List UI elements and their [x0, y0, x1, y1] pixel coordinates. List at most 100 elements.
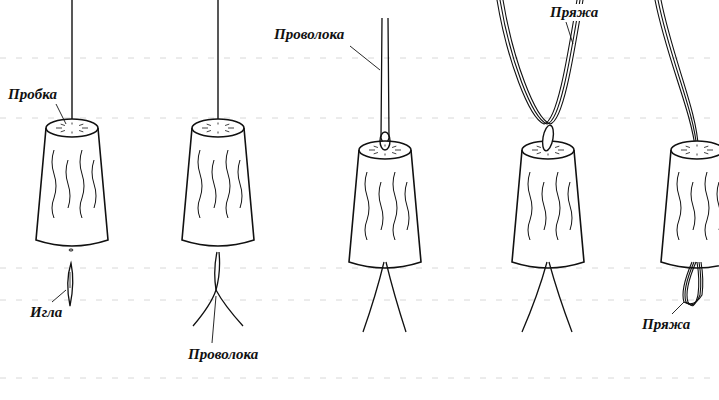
cork-texture [202, 128, 208, 129]
cork-texture [79, 130, 83, 131]
part-label: Игла [28, 304, 64, 321]
cork-grain [677, 172, 681, 240]
wire [386, 262, 406, 332]
cork-texture [532, 150, 538, 151]
cork-texture [79, 124, 83, 125]
wire-loop [541, 124, 555, 151]
cork-grain [66, 160, 70, 208]
cork-texture [369, 150, 375, 151]
scan-dash [0, 300, 719, 301]
cork-texture [218, 132, 219, 134]
leader-line [672, 302, 684, 314]
cork-grain [379, 182, 383, 230]
cork-texture [681, 150, 687, 151]
cork-grain [198, 150, 202, 218]
cork-grain [226, 150, 230, 218]
cork-texture [686, 146, 690, 147]
cork-grain [717, 182, 719, 230]
scan-dash [0, 58, 719, 59]
part-label: Пряжа [548, 4, 600, 21]
yarn-loop [687, 262, 699, 306]
wire [522, 262, 547, 332]
cork-texture [374, 152, 378, 153]
cork-texture [374, 146, 378, 147]
leader-line [350, 46, 380, 70]
part-label: Проволока [186, 346, 260, 363]
leader-line [52, 290, 66, 302]
cork-grain [705, 172, 709, 240]
cork-texture [56, 128, 62, 129]
cork-texture [225, 130, 229, 131]
cork-texture [228, 128, 234, 129]
cork-body [349, 150, 421, 268]
cork-grain [92, 160, 96, 208]
wire [381, 18, 389, 144]
yarn [655, 0, 696, 150]
cork-body [182, 128, 254, 246]
part-label: Пряжа [640, 316, 692, 333]
cork-grain [405, 182, 409, 230]
scan-dash [0, 268, 719, 269]
cork-texture [537, 146, 541, 147]
cork-texture [558, 150, 564, 151]
scan-dash [0, 378, 719, 379]
cork-top [46, 119, 98, 137]
cork-texture [704, 152, 708, 153]
thread [71, 0, 72, 128]
wire [193, 252, 217, 326]
wire [549, 262, 572, 332]
cork-texture [707, 150, 713, 151]
yarn [661, 0, 699, 150]
yarn [658, 0, 697, 150]
cork-texture [218, 123, 219, 125]
cork-texture [385, 154, 386, 156]
thread [217, 0, 218, 128]
leader-line [56, 104, 66, 124]
cork-texture [72, 132, 73, 134]
needle [68, 263, 73, 306]
cork-grain [212, 160, 216, 208]
cork-texture [704, 146, 708, 147]
wire [363, 262, 384, 332]
needle-eye [70, 272, 71, 288]
wire-loop [380, 132, 390, 150]
scan-dash [0, 118, 719, 119]
needle-hole [69, 249, 73, 251]
cork-top [671, 141, 719, 159]
cork-texture [686, 152, 690, 153]
cork-texture [555, 152, 559, 153]
cork-texture [537, 152, 541, 153]
part-label: Пробка [6, 86, 59, 103]
leader-line [212, 296, 216, 343]
cork-grain [691, 182, 695, 230]
part-label: Проволока [272, 26, 346, 43]
leader-line [566, 22, 573, 44]
cork-grain [52, 150, 56, 218]
cork-texture [82, 128, 88, 129]
cork-body [512, 150, 584, 268]
cork-texture [395, 150, 401, 151]
cork-body [36, 128, 108, 246]
cork-grain [528, 172, 532, 240]
cork-texture [385, 145, 386, 147]
yarn-loop [685, 262, 701, 305]
cork-grain [568, 182, 572, 230]
cork-texture [225, 124, 229, 125]
cork-texture [548, 154, 549, 156]
cork-body [661, 150, 719, 268]
cork-texture [697, 145, 698, 147]
cork-texture [555, 146, 559, 147]
cork-texture [61, 130, 65, 131]
cork-top [192, 119, 244, 137]
cork-grain [542, 182, 546, 230]
cork-grain [80, 150, 84, 218]
cork-texture [392, 146, 396, 147]
cork-texture [61, 124, 65, 125]
cork-grain [393, 172, 397, 240]
cork-grain [238, 160, 242, 208]
cork-texture [207, 124, 211, 125]
cork-texture [392, 152, 396, 153]
cork-grain [365, 172, 369, 240]
